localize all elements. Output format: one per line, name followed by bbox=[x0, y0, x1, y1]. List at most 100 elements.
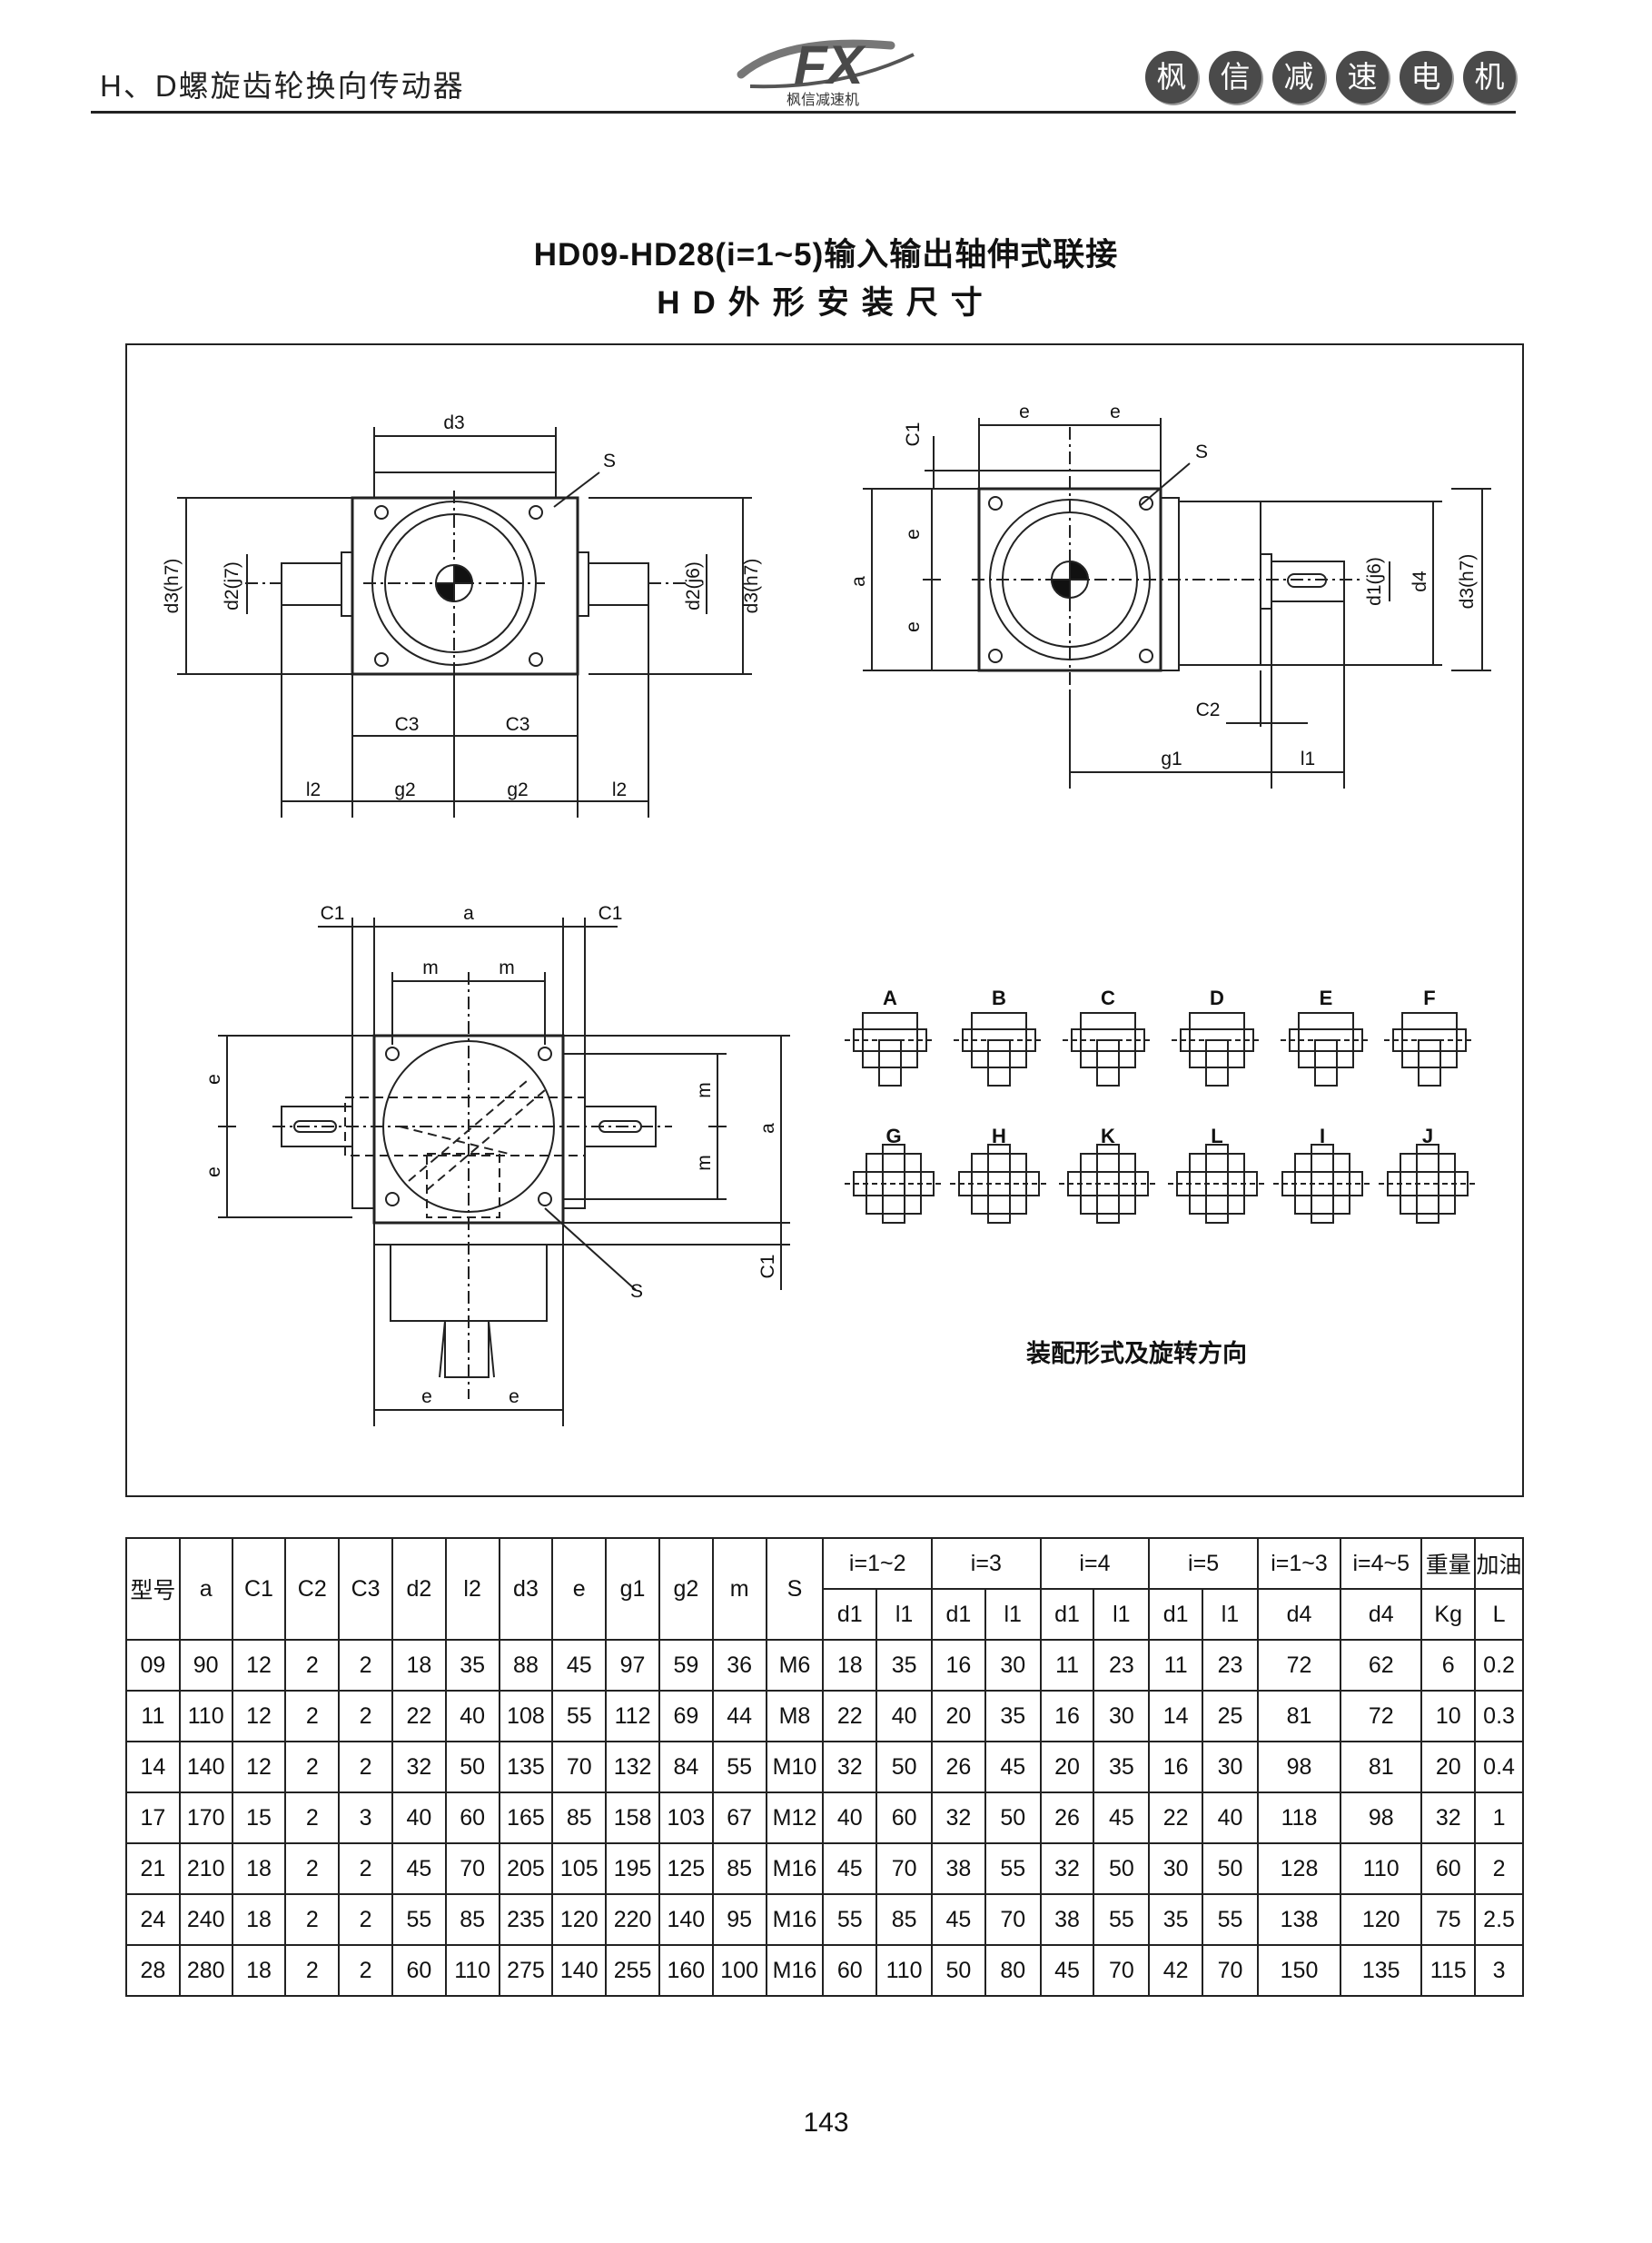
col-header: l2 bbox=[444, 1537, 500, 1641]
table-cell: 160 bbox=[658, 1944, 714, 1997]
table-cell: 140 bbox=[658, 1893, 714, 1946]
table-cell: 85 bbox=[444, 1893, 500, 1946]
table-cell: 30 bbox=[1148, 1842, 1204, 1895]
col-header: d3 bbox=[498, 1537, 554, 1641]
table-cell: 205 bbox=[498, 1842, 554, 1895]
page-number: 143 bbox=[803, 2108, 849, 2138]
logo-text: FX bbox=[794, 35, 867, 95]
table-cell: 40 bbox=[444, 1690, 500, 1742]
table-cell: 32 bbox=[1420, 1791, 1477, 1844]
table-cell: 70 bbox=[875, 1842, 934, 1895]
table-cell: 17 bbox=[125, 1791, 181, 1844]
table-cell: 22 bbox=[822, 1690, 878, 1742]
table-cell: 40 bbox=[822, 1791, 878, 1844]
table-cell: 15 bbox=[231, 1791, 287, 1844]
table-cell: 98 bbox=[1256, 1741, 1342, 1793]
table-cell: 50 bbox=[1093, 1842, 1151, 1895]
table-cell: 60 bbox=[391, 1944, 447, 1997]
table-cell: 09 bbox=[125, 1639, 181, 1692]
col-subheader: l1 bbox=[1202, 1588, 1259, 1641]
table-cell: 32 bbox=[931, 1791, 986, 1844]
table-cell: 55 bbox=[391, 1893, 447, 1946]
table-cell: 115 bbox=[1420, 1944, 1477, 1997]
table-cell: M6 bbox=[765, 1639, 825, 1692]
table-cell: 22 bbox=[391, 1690, 447, 1742]
table-cell: 70 bbox=[984, 1893, 1042, 1946]
table-cell: 35 bbox=[444, 1639, 500, 1692]
table-cell: 90 bbox=[178, 1639, 233, 1692]
svg-text:e: e bbox=[203, 1074, 224, 1085]
table-cell: 70 bbox=[1093, 1944, 1151, 1997]
logo-subtitle: 枫信减速机 bbox=[786, 93, 859, 108]
svg-text:d3(h7): d3(h7) bbox=[741, 559, 762, 614]
table-cell: M12 bbox=[765, 1791, 825, 1844]
svg-text:D: D bbox=[1210, 987, 1224, 1009]
svg-text:d3: d3 bbox=[443, 412, 464, 433]
col-header: C1 bbox=[231, 1537, 287, 1641]
table-cell: 26 bbox=[931, 1741, 986, 1793]
table-cell: 55 bbox=[1202, 1893, 1259, 1946]
table-cell: 60 bbox=[875, 1791, 934, 1844]
svg-text:C1: C1 bbox=[903, 422, 924, 447]
table-subheader-row: d1 l1 d1 l1 d1 l1 d1 l1 d4 d4 Kg L bbox=[126, 1588, 1524, 1641]
svg-text:d3(h7): d3(h7) bbox=[162, 559, 183, 614]
table-cell: 59 bbox=[658, 1639, 714, 1692]
svg-text:H: H bbox=[992, 1125, 1006, 1147]
table-cell: 11 bbox=[1039, 1639, 1095, 1692]
table-cell: M10 bbox=[765, 1741, 825, 1793]
table-cell: 30 bbox=[984, 1639, 1042, 1692]
table-cell: 20 bbox=[1420, 1741, 1477, 1793]
svg-text:d2(j6): d2(j6) bbox=[683, 561, 704, 610]
table-cell: 50 bbox=[984, 1791, 1042, 1844]
table-cell: 50 bbox=[875, 1741, 934, 1793]
svg-text:S: S bbox=[603, 451, 616, 471]
col-header: e bbox=[551, 1537, 608, 1641]
svg-text:e: e bbox=[1019, 402, 1030, 422]
brand-logo: FX bbox=[737, 35, 915, 95]
table-cell: M8 bbox=[765, 1690, 825, 1742]
table-cell: 2 bbox=[1474, 1842, 1524, 1895]
assembly-caption: 装配形式及旋转方向 bbox=[1026, 1340, 1247, 1367]
table-cell: 85 bbox=[711, 1842, 767, 1895]
table-cell: 85 bbox=[551, 1791, 608, 1844]
table-cell: 45 bbox=[984, 1741, 1042, 1793]
table-cell: 23 bbox=[1202, 1639, 1259, 1692]
table-cell: 60 bbox=[822, 1944, 878, 1997]
page-title: HD09-HD28(i=1~5)输入输出轴伸式联接 bbox=[533, 237, 1119, 273]
table-cell: 70 bbox=[444, 1842, 500, 1895]
brand-char: 减 bbox=[1272, 51, 1325, 104]
col-subheader: L bbox=[1474, 1588, 1524, 1641]
table-cell: 14 bbox=[1148, 1690, 1204, 1742]
svg-text:B: B bbox=[992, 987, 1006, 1009]
table-cell: 120 bbox=[1340, 1893, 1423, 1946]
table-cell: 55 bbox=[1093, 1893, 1151, 1946]
table-cell: 75 bbox=[1420, 1893, 1477, 1946]
table-cell: 16 bbox=[1148, 1741, 1204, 1793]
table-cell: 60 bbox=[1420, 1842, 1477, 1895]
table-cell: 40 bbox=[1202, 1791, 1259, 1844]
table-cell: 24 bbox=[125, 1893, 181, 1946]
table-cell: 110 bbox=[875, 1944, 934, 1997]
table-cell: 3 bbox=[1474, 1944, 1524, 1997]
table-cell: 2 bbox=[338, 1944, 393, 1997]
svg-text:g2: g2 bbox=[507, 779, 528, 800]
table-cell: 38 bbox=[931, 1842, 986, 1895]
svg-text:l1: l1 bbox=[1301, 749, 1315, 769]
table-cell: 25 bbox=[1202, 1690, 1259, 1742]
svg-text:e: e bbox=[421, 1386, 432, 1407]
bolt-hole-icons bbox=[385, 1047, 552, 1206]
table-cell: 2 bbox=[338, 1893, 393, 1946]
col-subheader: l1 bbox=[875, 1588, 934, 1641]
view-front-one-shaft: e e C1 S a e e d1(j6) d4 d3(h7) C2 g1 l1 bbox=[848, 402, 1491, 789]
table-cell: 21 bbox=[125, 1842, 181, 1895]
table-cell: 255 bbox=[605, 1944, 660, 1997]
col-subheader: d1 bbox=[1039, 1588, 1095, 1641]
svg-text:C3: C3 bbox=[395, 714, 420, 735]
table-cell: 0.2 bbox=[1474, 1639, 1524, 1692]
table-cell: 140 bbox=[178, 1741, 233, 1793]
table-cell: 30 bbox=[1093, 1690, 1151, 1742]
table-cell: 235 bbox=[498, 1893, 554, 1946]
